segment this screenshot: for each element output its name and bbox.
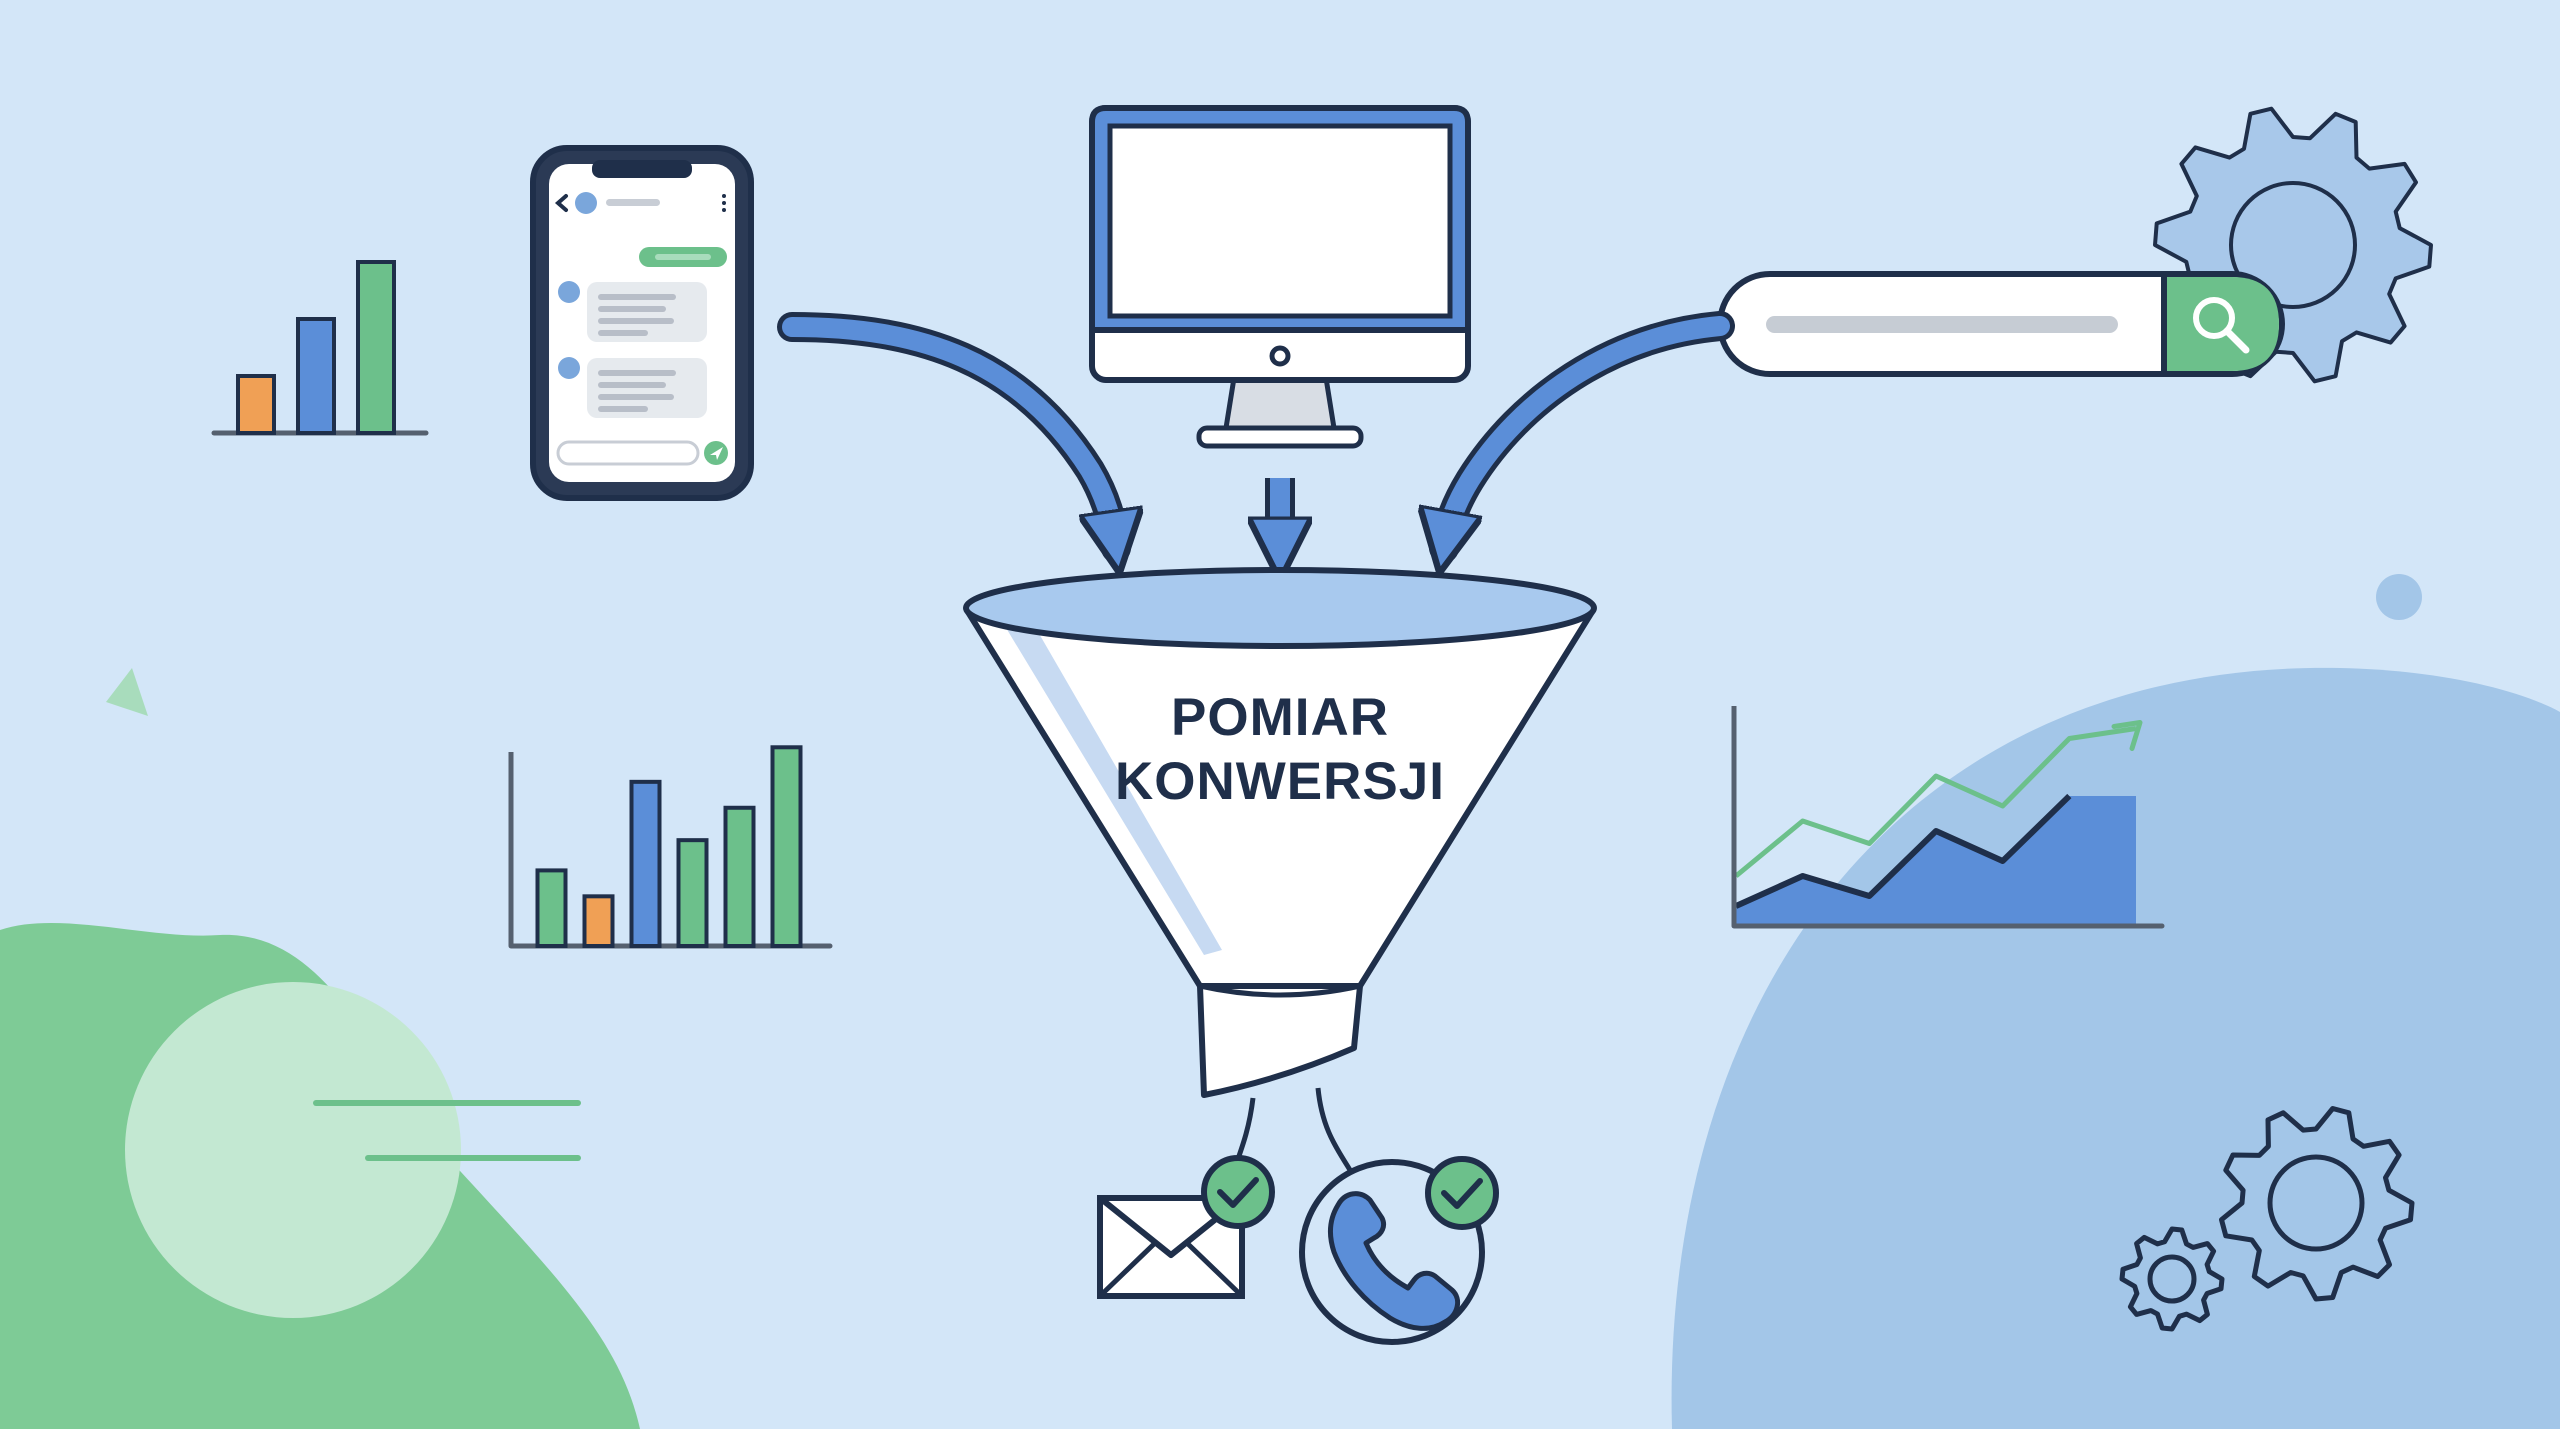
line-arrowhead — [2111, 720, 2143, 751]
chart-bar — [356, 260, 396, 435]
funnel-label-line1: POMIAR — [1171, 688, 1389, 747]
search-bar-icon — [1717, 271, 2285, 377]
decor-triangle — [106, 668, 148, 716]
funnel — [963, 567, 1597, 1098]
blue-blob — [1671, 667, 2560, 1429]
line-series — [1734, 726, 2137, 878]
funnel-label-line2: KONWERSJI — [1115, 752, 1445, 811]
smartphone-chat-icon — [530, 145, 754, 501]
decor-dot — [2376, 574, 2422, 620]
chart-bar — [629, 779, 662, 949]
gear-icon — [2119, 1226, 2225, 1332]
light-green-circle — [125, 982, 461, 1318]
gear-hole — [2267, 1154, 2365, 1252]
phone-call-icon — [1299, 1159, 1485, 1345]
chart-bar — [296, 317, 336, 435]
bar-chart-small — [211, 260, 429, 436]
area-outline — [1734, 793, 2072, 909]
chart-bar — [236, 374, 276, 435]
input-arrows — [777, 311, 1735, 555]
checkmark-icon — [1201, 1155, 1275, 1229]
background-decor — [0, 574, 2560, 1429]
chart-bar — [535, 868, 568, 949]
checkmark-icon — [1425, 1156, 1499, 1230]
chart-bar — [723, 805, 756, 949]
area-line-chart — [1731, 706, 2165, 929]
chart-bar — [676, 838, 709, 948]
gear-hole — [2147, 1254, 2197, 1304]
bar-chart-medium — [508, 745, 833, 949]
gear-hole — [2229, 181, 2357, 309]
chart-bar — [582, 894, 615, 949]
funnel-outputs — [1097, 1087, 1499, 1345]
funnel-label: POMIAR KONWERSJI — [1080, 686, 1480, 814]
desktop-monitor-icon — [1089, 105, 1471, 449]
search-icon — [2193, 297, 2235, 339]
chart-bar — [770, 745, 803, 949]
gear-icon — [2219, 1106, 2415, 1302]
email-envelope-icon — [1097, 1195, 1245, 1299]
